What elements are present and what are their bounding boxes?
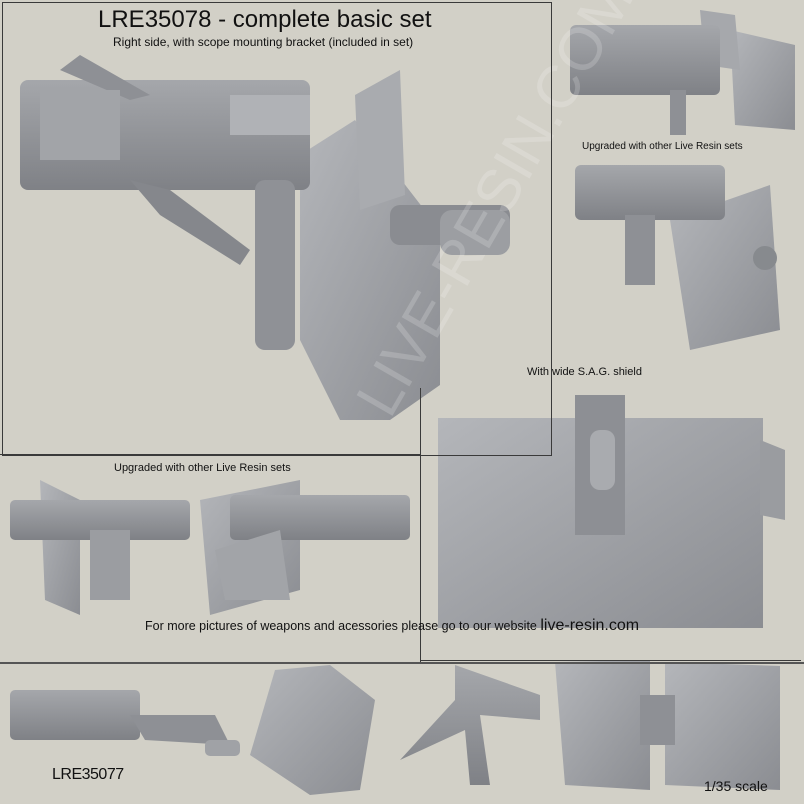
top-right-render: [570, 10, 795, 135]
main-frame: [2, 2, 552, 456]
related-set-label: LRE35077: [52, 766, 124, 783]
upgraded-top-right-render: [575, 165, 780, 350]
page-subtitle: Right side, with scope mounting bracket …: [113, 35, 414, 49]
website-prompt-text: For more pictures of weapons and acessor…: [145, 619, 537, 633]
caption-upgraded-middle-left: Upgraded with other Live Resin sets: [114, 462, 291, 474]
caption-wide-shield: With wide S.A.G. shield: [527, 366, 642, 378]
website-prompt: For more pictures of weapons and acessor…: [145, 617, 639, 635]
divider: [0, 662, 804, 664]
scale-label: 1/35 scale: [704, 778, 768, 794]
main-gun-render: [20, 55, 510, 420]
wide-shield-render: [438, 395, 785, 628]
bottom-parts-render: [10, 660, 780, 795]
website-link[interactable]: live-resin.com: [540, 617, 640, 634]
wide-shield-frame: [420, 388, 801, 661]
upgraded-middle-left-render: [10, 480, 410, 615]
page-title: LRE35078 - complete basic set: [98, 6, 432, 33]
caption-upgraded-top-right: Upgraded with other Live Resin sets: [582, 141, 743, 152]
